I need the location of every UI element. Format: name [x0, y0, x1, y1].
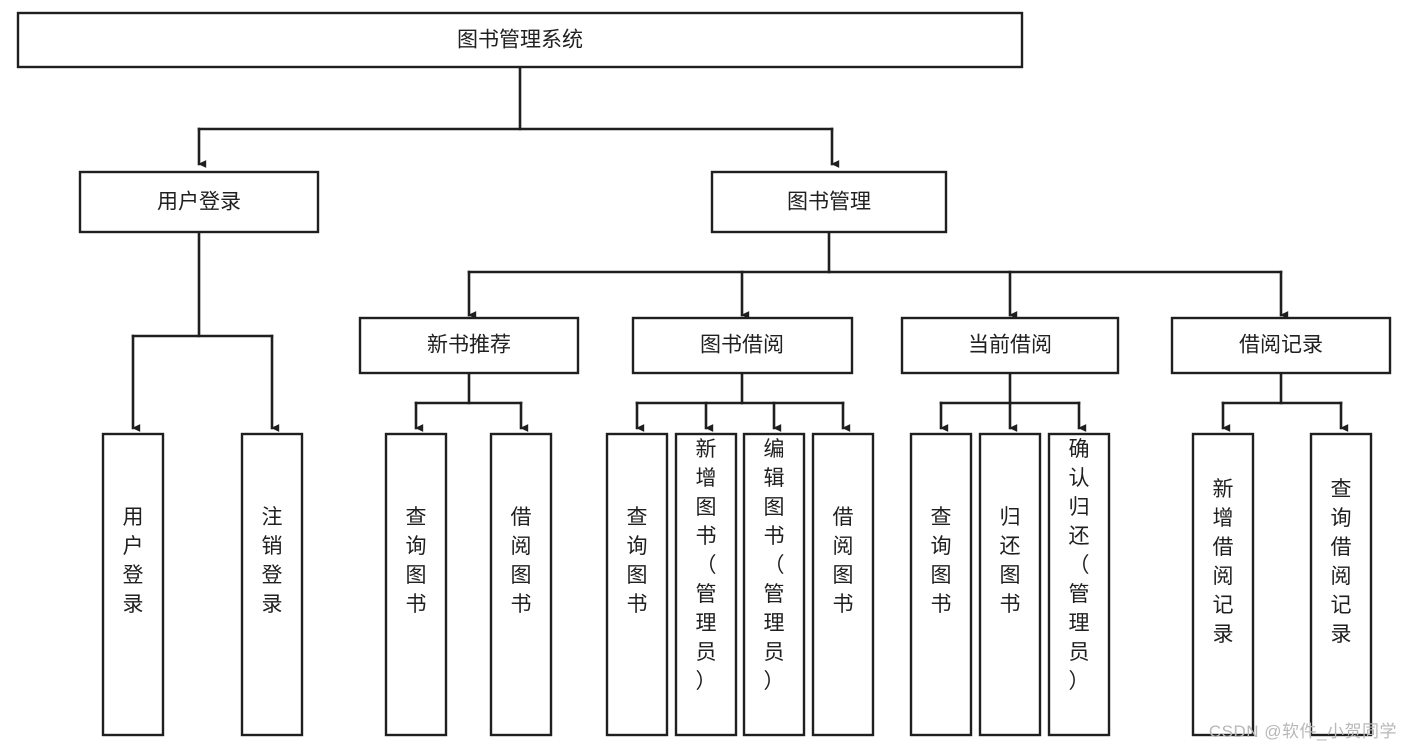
node-book-borrow-label: 图书借阅 [700, 334, 784, 357]
connector-currentborrow-to-leaves [939, 371, 1087, 432]
node-leaf-user-logout-box [240, 432, 304, 737]
node-leaf-query-book-2-box [605, 432, 669, 737]
node-leaf-query-book-1-label: 查询图书 [406, 506, 427, 616]
connector-root-to-level2 [197, 65, 840, 168]
node-leaf-return-book-box [978, 432, 1042, 737]
node-leaf-borrow-book-2[interactable]: 借阅图书 [811, 432, 875, 737]
node-leaf-add-record-label: 新增借阅记录 [1213, 478, 1234, 646]
node-leaf-user-login[interactable]: 用户登录 [101, 432, 165, 737]
node-borrow-record[interactable]: 借阅记录 [1170, 316, 1392, 375]
node-user-login[interactable]: 用户登录 [78, 170, 320, 234]
node-leaf-edit-book-label: 编辑图书（管理员） [764, 438, 785, 693]
node-root-box [16, 11, 1024, 69]
node-leaf-borrow-book-2-label: 借阅图书 [833, 506, 854, 616]
node-leaf-add-record[interactable]: 新增借阅记录 [1191, 432, 1255, 737]
node-leaf-query-book-3-box [909, 432, 973, 737]
node-book-manage[interactable]: 图书管理 [710, 170, 948, 234]
node-leaf-query-book-3-label: 查询图书 [931, 506, 952, 616]
node-book-borrow-box [631, 316, 854, 375]
connector-bookmanage-to-level3 [467, 230, 1289, 319]
connector-bookborrow-to-leaves [635, 371, 851, 432]
node-new-book-recommend-box [358, 316, 580, 375]
connector-userlogin-to-leaves [131, 230, 280, 432]
node-leaf-confirm-return[interactable]: 确认归还（管理员） [1047, 432, 1111, 737]
node-current-borrow[interactable]: 当前借阅 [900, 316, 1120, 375]
connector-borrowrecord-to-leaves [1221, 371, 1349, 432]
node-leaf-confirm-return-box [1047, 432, 1111, 737]
node-leaf-return-book-label: 归还图书 [1000, 506, 1021, 616]
node-leaf-borrow-book-1[interactable]: 借阅图书 [489, 432, 553, 737]
node-book-manage-box [710, 170, 948, 234]
node-root-label: 图书管理系统 [457, 29, 583, 52]
node-new-book-recommend[interactable]: 新书推荐 [358, 316, 580, 375]
node-leaf-query-book-3[interactable]: 查询图书 [909, 432, 973, 737]
node-new-book-recommend-label: 新书推荐 [427, 334, 511, 357]
node-leaf-add-record-box [1191, 432, 1255, 737]
node-leaf-edit-book[interactable]: 编辑图书（管理员） [742, 432, 806, 737]
node-leaf-borrow-book-1-box [489, 432, 553, 737]
node-leaf-user-logout[interactable]: 注销登录 [240, 432, 304, 737]
node-user-login-label: 用户登录 [157, 191, 241, 214]
node-leaf-query-record-label: 查询借阅记录 [1331, 478, 1352, 646]
node-book-manage-label: 图书管理 [787, 191, 871, 214]
node-borrow-record-label: 借阅记录 [1239, 334, 1323, 357]
node-leaf-edit-book-box [742, 432, 806, 737]
node-leaf-add-book-box [674, 432, 738, 737]
node-leaf-query-record[interactable]: 查询借阅记录 [1309, 432, 1373, 737]
node-leaf-add-book[interactable]: 新增图书（管理员） [674, 432, 738, 737]
connector-newbook-to-leaves [414, 371, 529, 432]
node-leaf-query-book-2-label: 查询图书 [627, 506, 648, 616]
node-leaf-query-book-1-box [384, 432, 448, 737]
node-leaf-return-book[interactable]: 归还图书 [978, 432, 1042, 737]
node-leaf-borrow-book-1-label: 借阅图书 [511, 506, 532, 616]
node-book-borrow[interactable]: 图书借阅 [631, 316, 854, 375]
node-leaf-user-logout-label: 注销登录 [262, 506, 283, 616]
node-leaf-confirm-return-label: 确认归还（管理员） [1069, 438, 1090, 693]
node-root-system[interactable]: 图书管理系统 [16, 11, 1024, 69]
node-current-borrow-box [900, 316, 1120, 375]
node-leaf-query-book-1[interactable]: 查询图书 [384, 432, 448, 737]
node-user-login-box [78, 170, 320, 234]
node-leaf-add-book-label: 新增图书（管理员） [696, 438, 717, 693]
node-leaf-query-book-2[interactable]: 查询图书 [605, 432, 669, 737]
node-current-borrow-label: 当前借阅 [968, 334, 1052, 357]
node-leaf-borrow-book-2-box [811, 432, 875, 737]
node-borrow-record-box [1170, 316, 1392, 375]
node-leaf-user-login-label: 用户登录 [123, 506, 144, 616]
csdn-watermark: CSDN @软件_小贺同学 [1208, 722, 1397, 741]
node-leaf-query-record-box [1309, 432, 1373, 737]
node-leaf-user-login-box [101, 432, 165, 737]
